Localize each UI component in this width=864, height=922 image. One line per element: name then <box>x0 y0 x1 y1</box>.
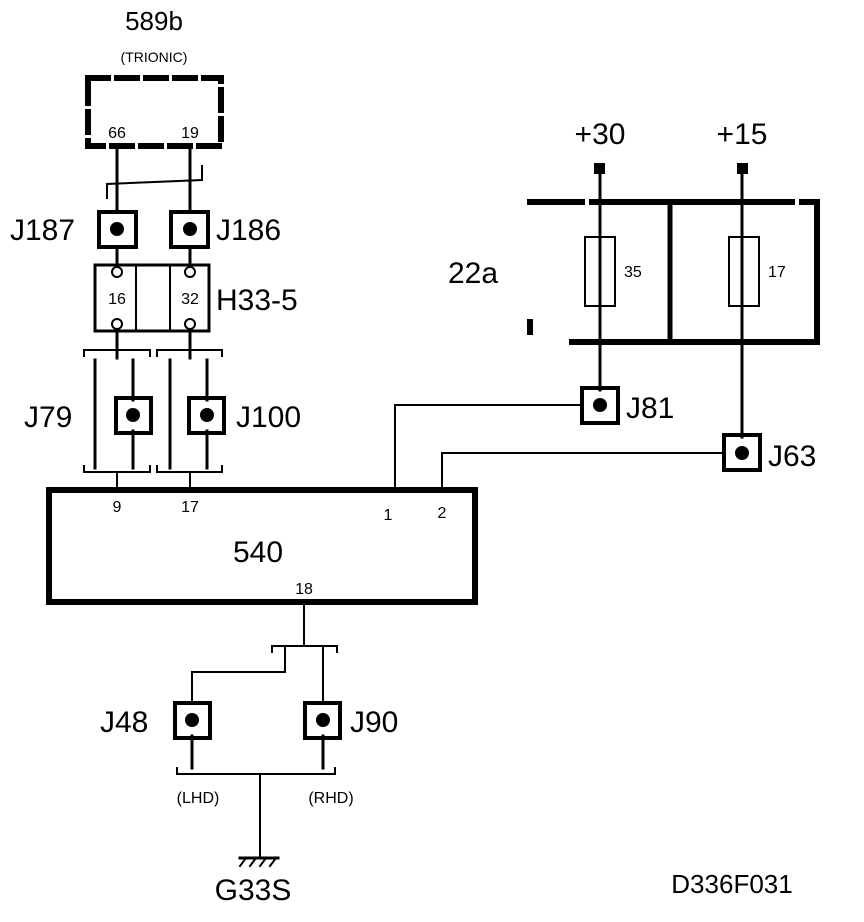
connector-j81: J81 <box>580 386 674 425</box>
h33-5-label: H33-5 <box>216 284 298 317</box>
trionic-id-label: 589b <box>125 6 183 36</box>
module-540-label: 540 <box>233 536 283 569</box>
fuse-17-label: 17 <box>768 264 786 281</box>
diagram-code: D336F031 <box>671 869 792 899</box>
module-540-pin-2: 2 <box>438 505 447 522</box>
ground-g33s-label: G33S <box>215 874 292 907</box>
ground-icon <box>238 856 280 868</box>
supply-plus15-label: +15 <box>717 118 768 151</box>
fusebox-22a: 22a 35 17 <box>448 199 820 345</box>
supply-wires <box>394 404 725 491</box>
h33-5-pin-32: 32 <box>181 291 199 308</box>
supply-plus30-label: +30 <box>575 118 626 151</box>
connector-j63: J63 <box>722 433 816 473</box>
module-540-pin-17: 17 <box>181 499 199 516</box>
connector-j100-label: J100 <box>236 401 301 434</box>
connector-j90: J90 <box>303 701 398 740</box>
variant-braces-top <box>83 349 223 358</box>
connector-j186: J186 <box>169 210 281 249</box>
connector-j187-label: J187 <box>10 214 75 247</box>
trionic-pin-19: 19 <box>181 125 199 142</box>
connector-j79: J79 <box>24 396 153 435</box>
module-540: 540 9 17 1 2 18 <box>46 487 478 605</box>
connector-j81-label: J81 <box>626 392 674 425</box>
connector-j186-label: J186 <box>216 214 281 247</box>
connector-j48: J48 <box>100 701 212 740</box>
module-540-pin-9: 9 <box>113 499 122 516</box>
ground-wires <box>176 601 338 859</box>
trionic-module: 589b (TRIONIC) 66 19 <box>85 6 224 149</box>
supply-plus15: +15 <box>717 118 768 439</box>
fusebox-22a-label: 22a <box>448 257 498 290</box>
fuse-35-label: 35 <box>624 264 642 281</box>
connector-j90-label: J90 <box>350 706 398 739</box>
trionic-name-label: (TRIONIC) <box>121 49 188 65</box>
connector-j48-label: J48 <box>100 706 148 739</box>
connector-j100: J100 <box>187 396 301 435</box>
supply-plus30: +30 <box>575 118 626 392</box>
variant-wires <box>93 358 209 470</box>
module-540-pin-18: 18 <box>295 581 313 598</box>
connector-block-h33-5: 16 32 H33-5 <box>93 263 298 333</box>
connector-j63-label: J63 <box>768 440 816 473</box>
rhd-label: (RHD) <box>308 790 353 807</box>
trionic-pin-66: 66 <box>108 125 126 142</box>
connector-j187: J187 <box>10 210 138 249</box>
lhd-label: (LHD) <box>177 790 220 807</box>
h33-5-pin-16: 16 <box>108 291 126 308</box>
module-540-pin-1: 1 <box>384 507 393 524</box>
connector-j79-label: J79 <box>24 401 72 434</box>
variant-braces-bottom <box>83 465 223 488</box>
trionic-wires <box>106 144 203 214</box>
